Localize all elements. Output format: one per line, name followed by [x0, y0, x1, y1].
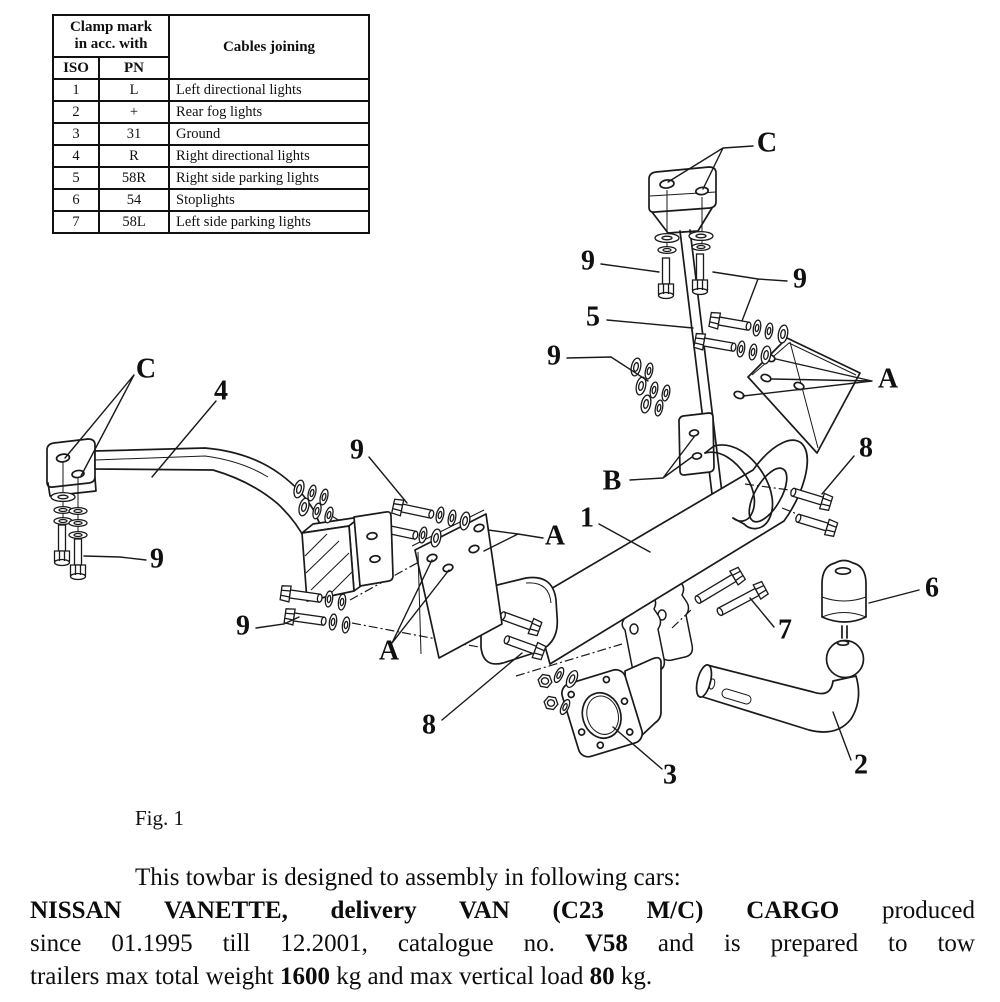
fasteners-9-left [50, 491, 88, 581]
part-2-ball-arm [695, 625, 865, 733]
projection-line [351, 622, 506, 653]
tube-end-bracket [704, 444, 774, 530]
cell-iso: 6 [52, 188, 100, 212]
callout-leader-lines [64, 145, 920, 770]
part-a-center-plate [411, 509, 503, 659]
projection-line [671, 608, 693, 629]
paragraph-line: This towbar is designed to assembly in f… [135, 864, 681, 891]
header-clamp-mark: Clamp mark in acc. with [52, 14, 170, 58]
table-row: 2+Rear fog lights [52, 100, 370, 124]
description-paragraph: This towbar is designed to assembly in f… [30, 861, 975, 993]
header-pn: PN [98, 56, 170, 80]
cell-cables: Right side parking lights [168, 166, 370, 190]
part-6-ball-cover [821, 559, 867, 623]
header-iso: ISO [52, 56, 100, 80]
cell-iso: 1 [52, 78, 100, 102]
cell-pn: L [98, 78, 170, 102]
fasteners-7 [691, 565, 770, 621]
figure-caption: Fig. 1 [135, 806, 185, 830]
fasteners-9-middle-cluster [628, 356, 672, 418]
cell-pn: 58R [98, 166, 170, 190]
cell-cables: Left side parking lights [168, 210, 370, 234]
cell-pn: 54 [98, 188, 170, 212]
cell-cables: Rear fog lights [168, 100, 370, 124]
cell-cables: Ground [168, 122, 370, 146]
clamp-table: Clamp mark in acc. with Cables joining I… [52, 14, 370, 234]
cell-pn: 31 [98, 122, 170, 146]
paragraph-line: since 01.1995 till 12.2001, catalogue no… [30, 930, 975, 957]
header-cables-joining: Cables joining [168, 14, 370, 80]
cell-pn: 58L [98, 210, 170, 234]
cell-iso: 4 [52, 144, 100, 168]
cell-iso: 5 [52, 166, 100, 190]
part-1-cross-tube [531, 439, 809, 665]
cell-cables: Right directional lights [168, 144, 370, 168]
paragraph-line: NISSAN VANETTE, delivery VAN (C23 M/C) C… [30, 897, 975, 924]
cell-pn: + [98, 100, 170, 124]
part-3-flange-plate [561, 656, 662, 758]
projection-line [744, 483, 813, 521]
header-clamp-mark-line2: in acc. with [74, 36, 148, 52]
projection-line [515, 643, 623, 677]
cell-iso: 7 [52, 210, 100, 234]
header-clamp-mark-line1: Clamp mark [69, 19, 153, 36]
fasteners-8-right [788, 483, 839, 538]
cell-cables: Stoplights [168, 188, 370, 212]
part-b-plate [678, 412, 715, 476]
cell-iso: 2 [52, 100, 100, 124]
cell-cables: Left directional lights [168, 78, 370, 102]
part-4-side-arm [94, 447, 324, 542]
part-c-top-plate [648, 166, 717, 234]
cell-iso: 3 [52, 122, 100, 146]
projection-line [349, 556, 429, 601]
part-c-left-plate [46, 438, 97, 497]
arm-end-bracket [301, 510, 394, 602]
paragraph-line: trailers max total weight 1600 kg and ma… [30, 963, 653, 990]
cell-pn: R [98, 144, 170, 168]
